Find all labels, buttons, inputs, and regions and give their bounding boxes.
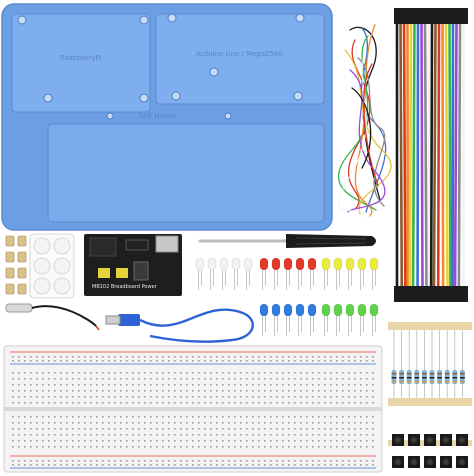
holder-label-rab: RAB Holder xyxy=(138,112,178,120)
power-supply-module: MB102 Breadboard Power xyxy=(84,234,182,296)
holder-label-raspberry: RaspberryPi xyxy=(60,54,102,62)
dc-power-cable xyxy=(5,303,100,331)
rubber-feet xyxy=(29,233,75,299)
ribbon-cable xyxy=(394,8,468,302)
tactile-buttons xyxy=(388,434,472,468)
jumper-wire-bundle xyxy=(337,24,392,219)
holder-label-arduino: Arduino Uno / Mega2560 xyxy=(196,50,283,58)
usb-cable xyxy=(105,308,254,343)
breadboard xyxy=(3,345,383,473)
power-module-label: MB102 Breadboard Power xyxy=(92,284,158,290)
resistor-strip xyxy=(388,322,472,406)
screwdriver xyxy=(198,234,376,248)
led-assortment xyxy=(195,257,379,336)
rab-holder: RaspberryPi Arduino Uno / Mega2560 RAB H… xyxy=(1,3,333,231)
header-pins xyxy=(5,235,27,295)
